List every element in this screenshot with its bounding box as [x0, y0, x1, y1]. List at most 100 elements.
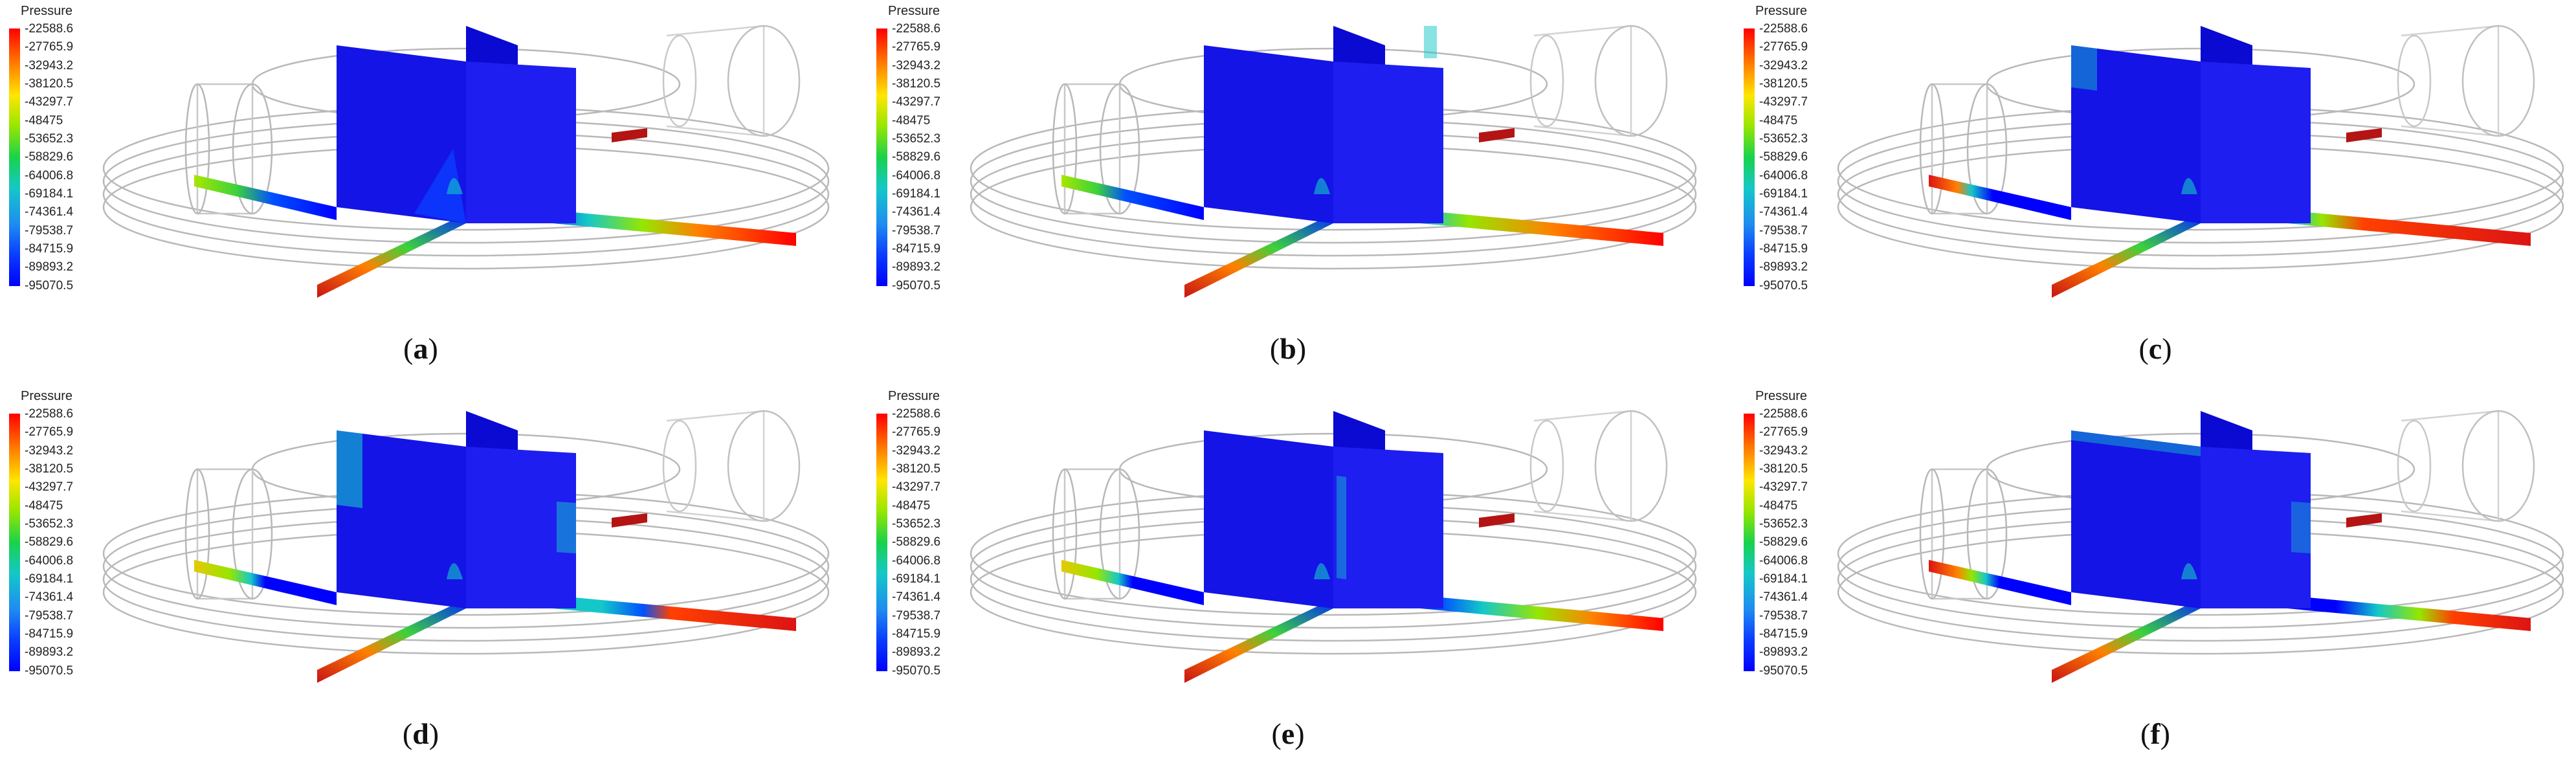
simulation-panel-c: Pressure -22588.6 -27765.9 -32943.2 -381…: [1735, 0, 2576, 382]
legend-tick: -79538.7: [892, 608, 941, 623]
legend-tick: -32943.2: [25, 58, 74, 72]
legend-tick: -64006.8: [1759, 553, 1808, 568]
legend-tick: -38120.5: [1759, 462, 1808, 476]
legend-tick: -43297.7: [25, 480, 74, 495]
legend-tick: -95070.5: [1759, 278, 1808, 293]
legend-tick: -95070.5: [892, 663, 941, 678]
simulation-panel-d: Pressure -22588.6 -27765.9 -32943.2 -381…: [0, 385, 841, 767]
legend-tick: -32943.2: [892, 58, 941, 72]
legend-tick: -58829.6: [25, 535, 74, 550]
legend-tick: -58829.6: [1759, 535, 1808, 550]
legend-tick: -43297.7: [1759, 95, 1808, 109]
pressure-legend: Pressure -22588.6 -27765.9 -32943.2 -381…: [9, 389, 132, 680]
legend-tick: -74361.4: [1759, 205, 1808, 219]
legend-tick: -64006.8: [892, 553, 941, 568]
legend-tick: -53652.3: [892, 517, 941, 531]
legend-tick: -22588.6: [892, 407, 941, 421]
caption-letter: b: [1280, 332, 1296, 365]
legend-tick: -53652.3: [1759, 132, 1808, 146]
impeller-blades: [194, 411, 796, 683]
legend-tick: -74361.4: [892, 590, 941, 605]
legend-tick: -89893.2: [1759, 645, 1808, 660]
legend-tick: -64006.8: [892, 168, 941, 183]
legend-tick: -53652.3: [892, 132, 941, 146]
caption-paren-close: ): [2162, 332, 2172, 365]
legend-tick: -38120.5: [1759, 77, 1808, 91]
legend-tick: -64006.8: [25, 168, 74, 183]
legend-colorbar: [1744, 414, 1755, 671]
legend-tick: -64006.8: [1759, 168, 1808, 183]
legend-title: Pressure: [1755, 4, 1808, 18]
legend-tick: -32943.2: [892, 443, 941, 458]
legend-tick: -22588.6: [1759, 22, 1808, 36]
impeller-blades: [1929, 411, 2531, 683]
caption-paren-close: ): [1294, 717, 1305, 750]
legend-tick: -32943.2: [25, 443, 74, 458]
pressure-field-render: [1837, 25, 2564, 298]
impeller-blades: [194, 26, 796, 298]
legend-tick-labels: -22588.6 -27765.9 -32943.2 -38120.5 -432…: [892, 408, 995, 677]
legend-tick: -48475: [892, 113, 931, 128]
legend-tick: -69184.1: [892, 187, 941, 201]
legend-tick: -58829.6: [892, 150, 941, 164]
legend-tick: -84715.9: [25, 627, 74, 641]
legend-tick: -69184.1: [25, 572, 74, 586]
panel-caption: (f): [1735, 717, 2576, 751]
legend-tick: -89893.2: [25, 260, 74, 274]
legend-tick: -58829.6: [1759, 150, 1808, 164]
legend-tick: -38120.5: [892, 77, 941, 91]
legend-tick: -43297.7: [1759, 480, 1808, 495]
legend-tick: -89893.2: [892, 645, 941, 660]
pressure-field-render: [102, 410, 830, 683]
panel-caption: (c): [1735, 331, 2576, 366]
legend-tick: -38120.5: [892, 462, 941, 476]
legend-colorbar: [9, 28, 20, 286]
caption-paren-close: ): [2160, 717, 2170, 750]
legend-tick: -69184.1: [892, 572, 941, 586]
pressure-legend: Pressure -22588.6 -27765.9 -32943.2 -381…: [9, 4, 132, 295]
legend-tick: -69184.1: [1759, 572, 1808, 586]
legend-tick: -27765.9: [892, 425, 941, 439]
legend-tick: -53652.3: [25, 132, 74, 146]
legend-tick: -74361.4: [892, 205, 941, 219]
caption-paren-close: ): [428, 717, 439, 750]
panel-caption: (d): [0, 717, 841, 751]
legend-tick: -22588.6: [25, 22, 74, 36]
legend-tick: -95070.5: [892, 278, 941, 293]
pressure-legend: Pressure -22588.6 -27765.9 -32943.2 -381…: [876, 4, 999, 295]
legend-tick: -43297.7: [25, 95, 74, 109]
caption-letter: d: [412, 717, 429, 750]
legend-title: Pressure: [888, 389, 940, 403]
legend-tick: -84715.9: [1759, 242, 1808, 256]
legend-tick: -32943.2: [1759, 443, 1808, 458]
legend-tick: -38120.5: [25, 77, 74, 91]
simulation-panel-a: Pressure -22588.6 -27765.9 -32943.2 -381…: [0, 0, 841, 382]
caption-paren-open: (: [1269, 332, 1280, 365]
legend-tick: -74361.4: [25, 205, 74, 219]
panel-caption: (b): [867, 331, 1709, 366]
caption-letter: c: [2148, 332, 2162, 365]
caption-paren-close: ): [1296, 332, 1307, 365]
legend-tick: -69184.1: [25, 187, 74, 201]
legend-tick-labels: -22588.6 -27765.9 -32943.2 -38120.5 -432…: [1759, 408, 1863, 677]
legend-tick: -58829.6: [892, 535, 941, 550]
legend-tick: -79538.7: [25, 608, 74, 623]
pressure-field-render: [102, 25, 830, 298]
legend-colorbar: [876, 28, 887, 286]
legend-tick: -69184.1: [1759, 187, 1808, 201]
caption-paren-open: (: [402, 717, 413, 750]
legend-tick: -79538.7: [1759, 608, 1808, 623]
legend-tick: -74361.4: [25, 590, 74, 605]
legend-tick: -53652.3: [1759, 517, 1808, 531]
simulation-panel-f: Pressure -22588.6 -27765.9 -32943.2 -381…: [1735, 385, 2576, 767]
legend-tick: -89893.2: [1759, 260, 1808, 274]
pressure-field-render: [970, 410, 1697, 683]
legend-tick: -43297.7: [892, 480, 941, 495]
caption-letter: f: [2150, 717, 2160, 750]
legend-tick: -89893.2: [25, 645, 74, 660]
legend-tick: -22588.6: [25, 407, 74, 421]
legend-tick: -32943.2: [1759, 58, 1808, 72]
legend-tick-labels: -22588.6 -27765.9 -32943.2 -38120.5 -432…: [25, 408, 128, 677]
pressure-legend: Pressure -22588.6 -27765.9 -32943.2 -381…: [876, 389, 999, 680]
legend-tick-labels: -22588.6 -27765.9 -32943.2 -38120.5 -432…: [892, 23, 995, 292]
